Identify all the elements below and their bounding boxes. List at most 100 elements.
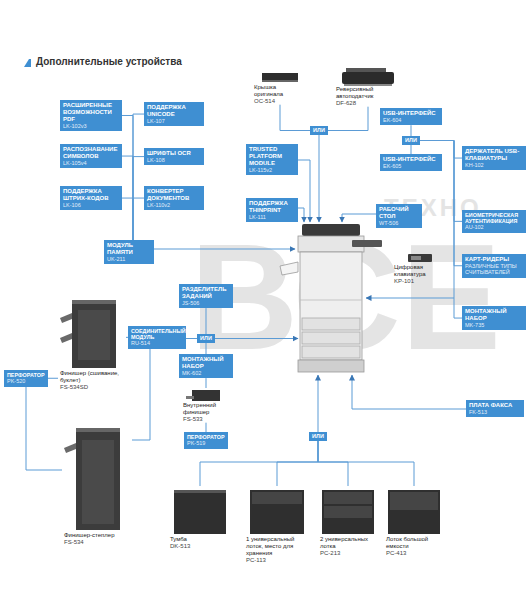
product-item: ТумбаDK-513 — [168, 486, 232, 550]
connector-line — [122, 156, 133, 240]
connector-line — [186, 338, 197, 339]
product-code: FS-534 — [64, 539, 130, 546]
product-code: OC-514 — [254, 98, 306, 105]
option-code: EK-605 — [383, 163, 439, 169]
product-caption: Финишер (сшивание, буклет) — [60, 370, 124, 384]
option-name: МОНТАЖНЫЙ НАБОР — [182, 356, 230, 370]
connector-line — [206, 378, 207, 388]
option-code: PK-520 — [7, 378, 45, 384]
finisher-picture — [72, 300, 116, 368]
option-name: КОНВЕРТЕР ДОКУМЕНТОВ — [147, 188, 201, 202]
product-code: DF-628 — [336, 100, 400, 107]
option-code: LK-105v4 — [63, 160, 119, 166]
connector-line — [133, 157, 144, 240]
option-code: EK-604 — [383, 117, 439, 123]
option-code: LK-110v2 — [147, 202, 201, 208]
or-label: ИЛИ — [402, 136, 420, 145]
or-box: ИЛИ — [309, 432, 327, 441]
product-code: FS-533 — [183, 416, 229, 423]
option-box: КОНВЕРТЕР ДОКУМЕНТОВLK-110v2 — [144, 186, 204, 210]
option-name: ПЛАТА ФАКСА — [469, 402, 521, 409]
option-code: LK-107 — [147, 118, 201, 124]
cabinet-picture — [174, 490, 226, 493]
printer-arrows — [154, 135, 466, 432]
keypad-picture — [408, 254, 432, 262]
connector-line — [318, 441, 414, 486]
option-box: USB-ИНТЕРФЕЙСEK-605 — [380, 154, 442, 171]
product-item: Финишер (сшивание, буклет)FS-534SD — [58, 296, 126, 391]
or-label: ИЛИ — [309, 432, 327, 441]
connector-line — [122, 198, 133, 240]
arrow-to-printer — [215, 338, 298, 339]
option-box: ПЕРФОРАТОРPK-519 — [184, 432, 228, 449]
page-title: Дополнительные устройства — [36, 56, 182, 67]
printer-door-line — [300, 300, 362, 301]
printer-drawer — [302, 318, 360, 330]
option-box: МОДУЛЬ ПАМЯТИUK-211 — [104, 240, 154, 264]
option-name: МОДУЛЬ ПАМЯТИ — [107, 242, 151, 256]
product-caption: Крышка оригинала — [254, 84, 306, 98]
product-code: KP-101 — [394, 278, 448, 285]
adf-picture — [342, 72, 394, 84]
option-code: MK-602 — [182, 370, 230, 376]
connector-line — [318, 441, 348, 486]
option-box: РАБОЧИЙ СТОЛWT-506 — [376, 204, 422, 228]
arrow-to-printer — [319, 135, 320, 222]
option-box: КАРТ-РИДЕРЫРАЗЛИЧНЫЕ ТИПЫ СЧИТЫВАТЕЛЕЙ — [462, 254, 526, 278]
finisher-tray — [64, 443, 76, 453]
option-name: РАСПОЗНАВАНИЕ СИМВОЛОВ — [63, 146, 119, 160]
option-code: AU-102 — [465, 224, 523, 230]
option-box: USB-ИНТЕРФЕЙСEK-604 — [380, 108, 442, 125]
inner-finisher-picture — [192, 390, 220, 401]
or-label: ИЛИ — [310, 126, 328, 135]
finisher-tray — [60, 313, 72, 323]
or-label: ИЛИ — [197, 334, 215, 343]
product-caption: Реверсивный автоподатчик — [336, 86, 400, 100]
adf-picture — [344, 84, 392, 86]
cover-picture — [262, 80, 298, 82]
product-item: 1 универсальный лоток, место для хранени… — [244, 486, 310, 564]
tray-picture — [322, 490, 374, 534]
tray-drawer — [390, 492, 438, 510]
printer-drawer — [302, 332, 360, 344]
option-code: РАЗЛИЧНЫЕ ТИПЫ СЧИТЫВАТЕЛЕЙ — [465, 263, 523, 276]
connector-line — [277, 441, 318, 486]
or-box: ИЛИ — [197, 334, 215, 343]
product-caption: 1 универсальный лоток, место для хранени… — [246, 536, 308, 557]
option-code: WT-506 — [379, 220, 419, 226]
arrow-to-printer — [298, 160, 310, 222]
inner-finisher-picture — [186, 396, 194, 399]
product-caption: Финишер-степлер — [64, 532, 130, 539]
option-code: KH-102 — [465, 162, 523, 168]
product-item: Реверсивный автоподатчикDF-628 — [334, 66, 402, 107]
option-name: ПЕРФОРАТОР — [7, 372, 45, 378]
connector-line — [206, 423, 207, 432]
option-box: СОЕДИНИТЕЛЬНЫЙ МОДУЛЬRU-514 — [128, 326, 186, 349]
option-name: TRUSTED PLATFORM MODULE — [249, 146, 295, 167]
option-box: РАЗДЕЛИТЕЛЬ ЗАДАНИЙJS-506 — [179, 284, 233, 308]
finisher-tray — [60, 333, 72, 343]
keypad-picture — [411, 256, 421, 260]
connector-line — [26, 387, 62, 470]
product-caption: Тумба — [170, 536, 230, 543]
product-pictures — [60, 68, 440, 534]
or-box: ИЛИ — [402, 136, 420, 145]
product-item: Лоток большой емкостиPC-413 — [384, 486, 444, 557]
arrow-to-printer — [318, 375, 319, 432]
printer-drawer — [302, 346, 360, 358]
option-box: ДЕРЖАТЕЛЬ USB-КЛАВИАТУРЫKH-102 — [462, 146, 526, 170]
option-code: LK-102v3 — [63, 123, 119, 129]
option-code: LK-111 — [249, 214, 295, 220]
option-box: TRUSTED PLATFORM MODULELK-115v2 — [246, 144, 298, 175]
option-box: БИОМЕТРИЧЕСКАЯ АУТЕНТИФИКАЦИЯAU-102 — [462, 210, 526, 233]
product-caption: Внутренний финишер — [183, 402, 229, 416]
connector-line — [122, 115, 133, 240]
product-caption: Лоток большой емкости — [386, 536, 442, 550]
option-box: РАСПОЗНАВАНИЕ СИМВОЛОВLK-105v4 — [60, 144, 122, 168]
finisher-picture — [72, 300, 116, 304]
tray-drawer — [324, 492, 372, 504]
option-name: МОНТАЖНЫЙ НАБОР — [465, 308, 523, 322]
tray-drawer — [252, 492, 302, 504]
arrow-to-printer — [298, 208, 304, 222]
